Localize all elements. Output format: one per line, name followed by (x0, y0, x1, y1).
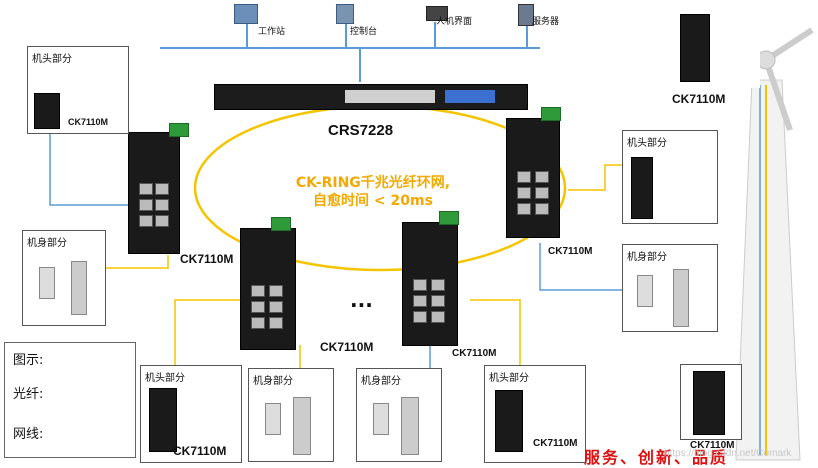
legend-title: 图示: (13, 353, 44, 368)
bottom-head-model-2: CK7110M (533, 438, 578, 449)
ring-switch-right-model: CK7110M (548, 246, 593, 257)
turbine-head-box (670, 8, 760, 88)
ring-line-1: CK-RING千兆光纤环网, (295, 175, 451, 191)
core-switch-device (214, 84, 528, 110)
left-body-box: 机身部分 (22, 230, 106, 326)
ring-switch-left-model: CK7110M (180, 252, 234, 266)
left-head-box: 机头部分 CK7110M (27, 46, 129, 134)
legend: 图示: 光纤: 网线: (4, 342, 136, 458)
ring-switch-right (506, 107, 561, 238)
right-head-box: 机头部分 (622, 130, 718, 224)
right-head-caption: 机头部分 (627, 138, 667, 149)
legend-fiber: 光纤: (13, 387, 44, 402)
server-label: 服务器 (532, 17, 560, 27)
bottom-body-box-1: 机身部分 (248, 368, 334, 462)
bottom-head-box-2: 机头部分 CK7110M (484, 365, 586, 463)
bottom-body-box-2: 机身部分 (356, 368, 442, 462)
ring-line-2: 自愈时间 < 20ms (313, 193, 433, 209)
bottom-head-caption-1: 机头部分 (145, 373, 185, 384)
turbine-bottom-box (680, 364, 742, 440)
left-head-model: CK7110M (68, 117, 109, 127)
turbine-bottom-model: CK7110M (690, 440, 735, 451)
bottom-body-caption-1: 机身部分 (253, 376, 293, 387)
left-head-caption: 机头部分 (32, 54, 72, 65)
left-body-caption: 机身部分 (27, 238, 67, 249)
server-icon (518, 4, 534, 26)
turbine-head-model: CK7110M (672, 92, 726, 106)
laptop-icon (426, 6, 448, 21)
right-body-box: 机身部分 (622, 244, 718, 332)
watermark: https://blog.csdn.net/Comark (664, 448, 792, 459)
bottom-head-caption-2: 机头部分 (489, 373, 529, 384)
bottom-head-model-1: CK7110M (173, 444, 227, 458)
ring-switch-mid-left (240, 217, 296, 350)
core-switch-model: CRS7228 (328, 122, 394, 139)
console-icon (336, 4, 354, 24)
ring-switch-mid-left-model: CK7110M (320, 340, 374, 354)
wind-turbine (698, 17, 814, 461)
workstation-icon (234, 4, 258, 24)
slogan: 服务、创新、品质 (584, 448, 729, 467)
ring-switch-mid-right (402, 211, 459, 346)
bottom-body-caption-2: 机身部分 (361, 376, 401, 387)
bottom-head-box-1: 机头部分 CK7110M (140, 365, 242, 463)
right-body-caption: 机身部分 (627, 252, 667, 263)
ring-description: CK-RING千兆光纤环网, 自愈时间 < 20ms (258, 174, 488, 210)
workstation-label: 工作站 (258, 27, 286, 37)
legend-cable: 网线: (13, 427, 44, 442)
ring-switch-mid-right-model: CK7110M (452, 348, 497, 359)
ring-switch-left (128, 123, 189, 254)
console-label: 控制台 (350, 27, 378, 37)
more-ellipsis: ... (350, 288, 373, 312)
hmi-label: 人机界面 (436, 17, 473, 27)
